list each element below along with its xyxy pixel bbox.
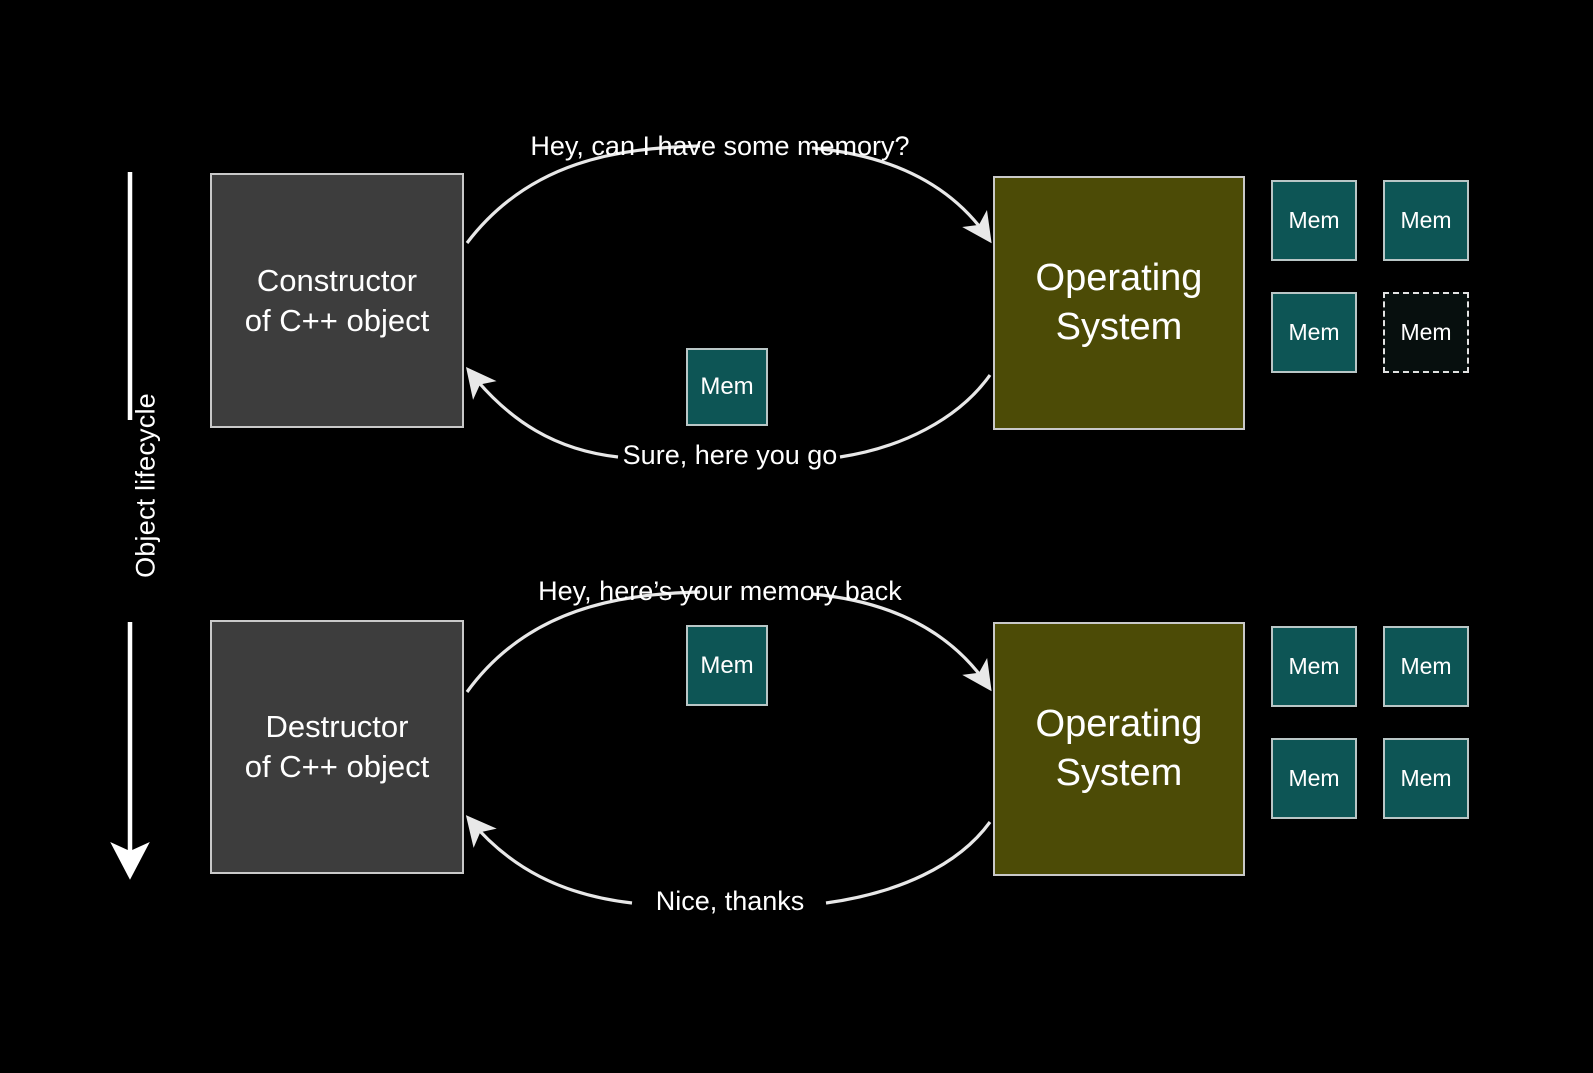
constructor-box[interactable]: Constructor of C++ object — [210, 173, 464, 428]
constructor-line-2: of C++ object — [244, 302, 430, 338]
destructor-box-text: Destructor of C++ object — [245, 707, 429, 786]
operating-system-bottom-text: Operating System — [1036, 700, 1203, 797]
message-label-ack: Nice, thanks — [655, 886, 805, 916]
constructor-line-1: Constructor — [256, 262, 418, 298]
arrow-return-bottom-2 — [811, 592, 992, 692]
memory-block[interactable]: Mem — [1271, 180, 1357, 261]
message-label-return: Hey, here’s your memory back — [538, 576, 902, 606]
message-label-request: Hey, can I have some memory? — [530, 131, 910, 161]
memory-block-in-transit[interactable]: Mem — [686, 625, 768, 706]
memory-block[interactable]: Mem — [1271, 738, 1357, 819]
memory-block[interactable]: Mem — [1383, 738, 1469, 819]
lifecycle-arrow-icon — [110, 172, 150, 880]
destructor-line-2: of C++ object — [244, 749, 430, 784]
operating-system-top-text: Operating System — [1036, 254, 1203, 351]
memory-block[interactable]: Mem — [1383, 626, 1469, 707]
os-bottom-line-2: System — [1055, 752, 1183, 794]
operating-system-box-top[interactable]: Operating System — [993, 176, 1245, 430]
object-lifecycle-label: Object lifecycle — [130, 393, 161, 578]
os-top-line-1: Operating — [1035, 257, 1203, 300]
os-top-line-2: System — [1055, 306, 1183, 348]
message-label-grant: Sure, here you go — [622, 440, 838, 470]
destructor-line-1: Destructor — [265, 709, 409, 745]
memory-block[interactable]: Mem — [1271, 292, 1357, 373]
destructor-box[interactable]: Destructor of C++ object — [210, 620, 464, 874]
operating-system-box-bottom[interactable]: Operating System — [993, 622, 1245, 876]
os-bottom-line-1: Operating — [1035, 703, 1203, 746]
memory-block[interactable]: Mem — [1383, 180, 1469, 261]
arrow-return-bottom — [465, 590, 701, 693]
memory-block-in-transit[interactable]: Mem — [686, 348, 768, 426]
memory-block[interactable]: Mem — [1271, 626, 1357, 707]
object-lifecycle-axis: Object lifecycle — [96, 170, 176, 882]
memory-block-freed[interactable]: Mem — [1383, 292, 1469, 373]
constructor-box-text: Constructor of C++ object — [245, 261, 429, 340]
